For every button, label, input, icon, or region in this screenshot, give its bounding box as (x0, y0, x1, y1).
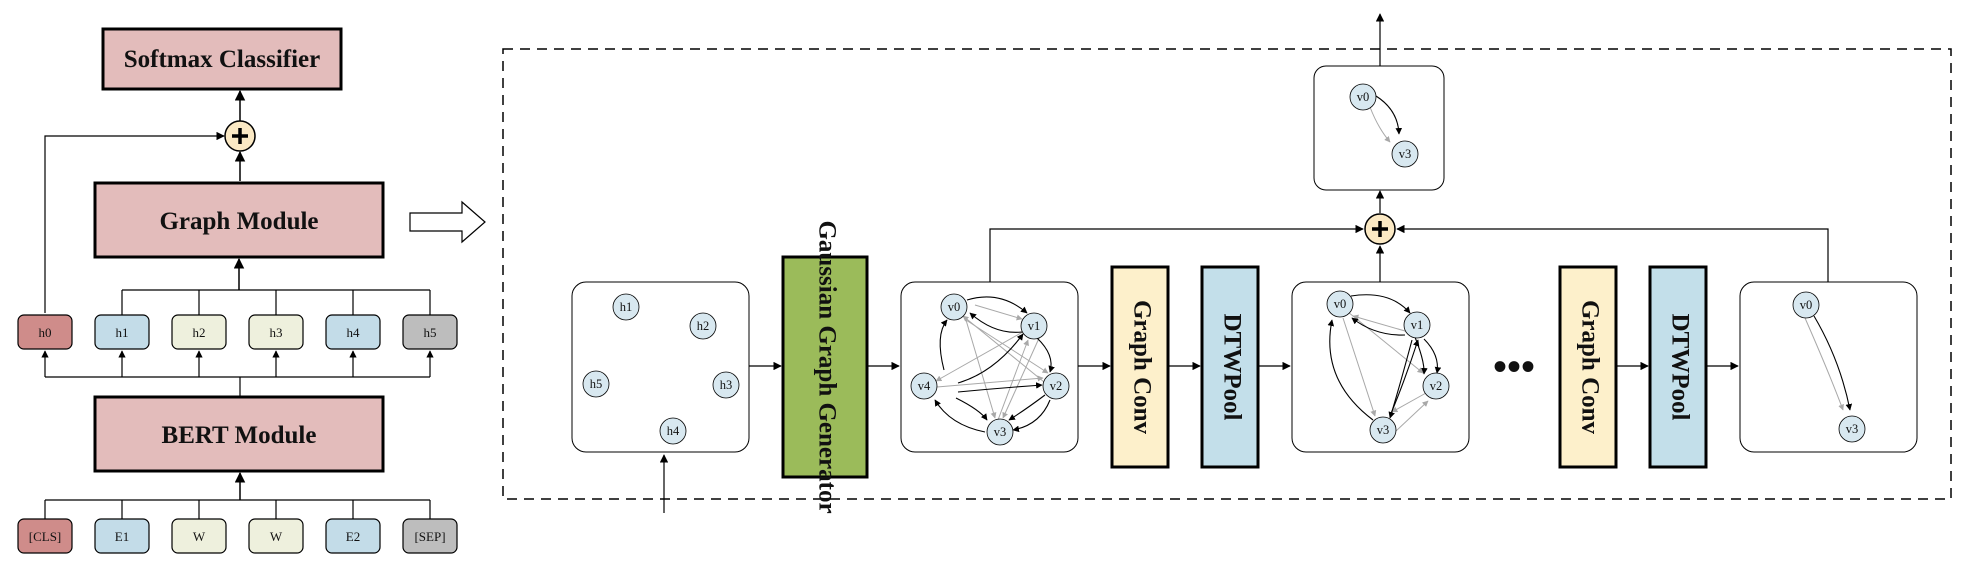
output-node-v0: v0 (1349, 83, 1377, 111)
svg-text:h5: h5 (590, 377, 603, 391)
svg-text:v1: v1 (1028, 319, 1041, 333)
svg-text:[SEP]: [SEP] (414, 529, 445, 544)
svg-text:v3: v3 (1846, 422, 1859, 436)
svg-text:v2: v2 (1050, 379, 1063, 393)
svg-text:v0: v0 (948, 300, 961, 314)
residual-add-icon (224, 120, 256, 152)
input-node-h2: h2 (689, 312, 717, 340)
hidden-bus-stubs (121, 290, 431, 317)
svg-text:v3: v3 (1377, 423, 1390, 437)
svg-text:h5: h5 (424, 325, 437, 340)
detail-dashed-frame (502, 48, 1952, 500)
svg-text:W: W (270, 529, 283, 544)
svg-text:v2: v2 (1430, 379, 1443, 393)
graph-module-detail: h1 h2 h5 h3 h4 Gaussian Graph Gener (502, 13, 1952, 514)
svg-text:v0: v0 (1334, 297, 1347, 311)
input-node-h4: h4 (659, 417, 687, 445)
output-node-v3: v3 (1391, 140, 1419, 168)
input-token-sep: [SEP] (402, 518, 458, 554)
expand-arrow-icon (409, 200, 486, 244)
graph3-node-v0: v0 (1792, 291, 1820, 319)
graph-conv-box-2: Graph Conv (1558, 265, 1618, 469)
skip-graph3-to-add (1396, 224, 1829, 282)
graph1-box: v0 v1 v4 v2 v3 (900, 281, 1079, 453)
svg-text:h4: h4 (667, 424, 680, 438)
graph1-node-v0: v0 (940, 293, 968, 321)
graph2-box: v0 v1 v2 v3 (1291, 281, 1470, 453)
svg-text:h1: h1 (620, 300, 633, 314)
skip-graph1-to-add (989, 224, 1364, 282)
svg-text:v3: v3 (994, 425, 1007, 439)
graph-module-box: Graph Module (93, 181, 385, 259)
graph1-node-v1: v1 (1020, 312, 1048, 340)
graph-module-label: Graph Module (159, 208, 318, 235)
gaussian-graph-generator-label: Gaussian Graph Generator (813, 220, 840, 513)
ellipsis: ••• (1493, 344, 1535, 389)
input-token-cls: [CLS] (17, 518, 73, 554)
bert-module-label: BERT Module (162, 422, 317, 449)
svg-text:v1: v1 (1411, 318, 1424, 332)
graph2-node-v1: v1 (1403, 311, 1431, 339)
graph-conv-label-1: Graph Conv (1128, 300, 1155, 435)
aggregate-add-icon (1364, 213, 1396, 245)
dtwpool-box-1: DTWPool (1200, 265, 1260, 469)
svg-text:v0: v0 (1357, 90, 1370, 104)
hidden-token-row: h0 h1 h2 h3 h4 h5 (17, 314, 458, 350)
softmax-classifier-box: Softmax Classifier (101, 27, 343, 91)
hidden-token-h5: h5 (402, 314, 458, 350)
svg-text:v0: v0 (1800, 298, 1813, 312)
bert-to-hidden-arrows (41, 350, 434, 377)
hidden-token-h1: h1 (94, 314, 150, 350)
hidden-token-h3: h3 (248, 314, 304, 350)
dtwpool-label-2: DTWPool (1666, 314, 1693, 421)
svg-text:E1: E1 (115, 529, 129, 544)
graph-conv-label-2: Graph Conv (1576, 300, 1603, 435)
output-graph-box: v0 v3 (1313, 65, 1445, 191)
svg-text:h0: h0 (39, 325, 52, 340)
svg-text:[CLS]: [CLS] (29, 529, 62, 544)
hidden-token-h2: h2 (171, 314, 227, 350)
input-node-h3: h3 (712, 371, 740, 399)
graph1-node-v4: v4 (910, 372, 938, 400)
dtwpool-label-1: DTWPool (1218, 314, 1245, 421)
gaussian-graph-generator-box: Gaussian Graph Generator (781, 220, 869, 514)
svg-text:h2: h2 (697, 319, 710, 333)
graph2-node-v2: v2 (1422, 372, 1450, 400)
input-node-h5: h5 (582, 370, 610, 398)
input-token-e2: E2 (325, 518, 381, 554)
graph1-node-v2: v2 (1042, 372, 1070, 400)
graph1-node-v3: v3 (986, 418, 1014, 446)
svg-text:W: W (193, 529, 206, 544)
svg-text:h3: h3 (720, 378, 733, 392)
input-token-w2: W (248, 518, 304, 554)
hidden-token-h0: h0 (17, 314, 73, 350)
graph-conv-box-1: Graph Conv (1110, 265, 1170, 469)
dtwpool-box-2: DTWPool (1648, 265, 1708, 469)
svg-text:v4: v4 (918, 379, 931, 393)
input-token-row: [CLS] E1 W W E2 [SEP] (17, 518, 458, 554)
softmax-classifier-label: Softmax Classifier (124, 46, 321, 73)
input-node-h1: h1 (612, 293, 640, 321)
graph2-node-v0: v0 (1326, 290, 1354, 318)
bert-module-box: BERT Module (93, 395, 385, 473)
svg-text:h4: h4 (347, 325, 361, 340)
svg-text:v3: v3 (1399, 147, 1412, 161)
graph2-node-v3: v3 (1369, 416, 1397, 444)
input-bus-stubs (44, 500, 431, 519)
graph3-box: v0 v3 (1739, 281, 1918, 453)
svg-text:E2: E2 (346, 529, 360, 544)
hidden-token-h4: h4 (325, 314, 381, 350)
arrow-h0-to-add (44, 131, 225, 313)
svg-text:h3: h3 (270, 325, 283, 340)
input-token-e1: E1 (94, 518, 150, 554)
input-token-w1: W (171, 518, 227, 554)
svg-text:h2: h2 (193, 325, 206, 340)
graph3-node-v3: v3 (1838, 415, 1866, 443)
svg-text:h1: h1 (116, 325, 129, 340)
input-nodes-box: h1 h2 h5 h3 h4 (571, 281, 750, 453)
left-model: Softmax Classifier Graph Module (17, 27, 458, 554)
